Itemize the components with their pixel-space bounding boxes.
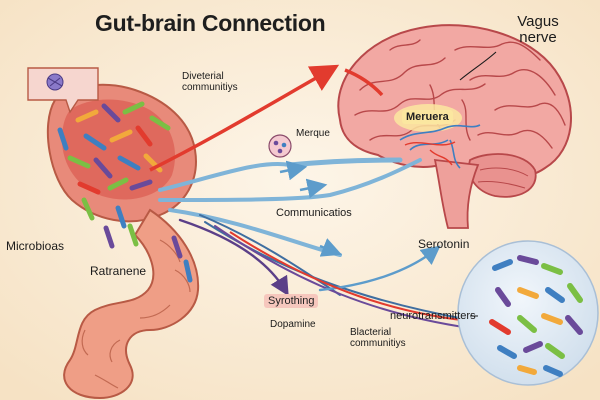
ratranene-label: Ratranene (90, 264, 147, 278)
neurotransmitters-label: neurotransmitters (390, 310, 476, 322)
diverse-communities-label-line1: Diveterial (182, 71, 224, 82)
dopamine-label: Dopamine (270, 319, 316, 330)
communications-label: Communicatios (276, 207, 352, 219)
microbe-cluster-icon (268, 134, 292, 158)
serotonin-label: Serotonin (418, 237, 470, 251)
meruera-label: Meruera (402, 110, 453, 124)
merque-label: Merque (296, 128, 330, 139)
diagram-title: Gut-brain Connection (95, 10, 326, 36)
purple-pathways (178, 214, 471, 329)
bacterial-communities-label-line1: Blacterial (350, 327, 392, 338)
microscope-callout-icon (27, 67, 99, 114)
bacterial-communities-label-line2: communitiys (350, 337, 406, 349)
microbioas-label: Microbioas (6, 239, 65, 253)
diverse-communities-label: Diveterial communitiys (182, 71, 238, 93)
bacteria-bubble (457, 240, 599, 386)
bacterial-communities-label: Blacterial communitiys (350, 327, 406, 349)
brain (337, 24, 572, 229)
syrothing-label: Syrothing (264, 294, 319, 308)
diverse-communities-label-line2: communitiys (182, 81, 238, 93)
vagus-nerve-label-line1: Vagus (517, 13, 559, 30)
red-pathway-arrow (149, 64, 340, 172)
vagus-nerve-label-line2: nerve (519, 28, 557, 46)
vagus-nerve-label: Vagus nerve (512, 14, 564, 46)
vagus-nerve-pointer (459, 51, 497, 81)
